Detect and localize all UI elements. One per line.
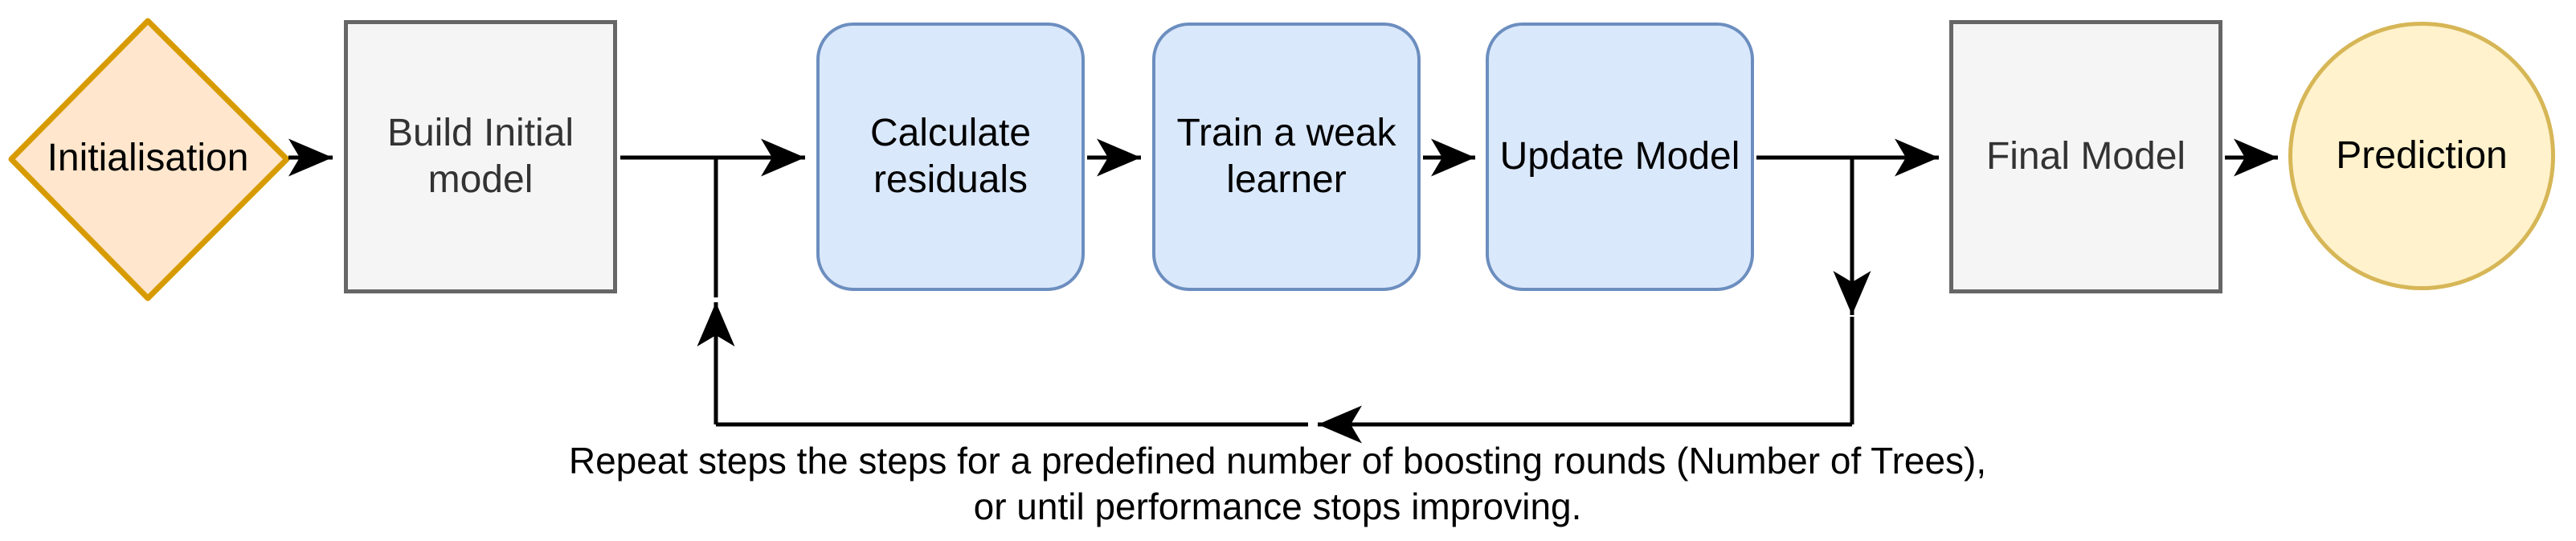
node-prediction-label: Prediction	[2336, 134, 2508, 177]
loop-caption: Repeat steps the steps for a predefined …	[313, 438, 2242, 530]
node-build-initial-model: Build Initial model	[344, 20, 617, 293]
initialisation-diamond	[8, 18, 290, 301]
node-prediction: Prediction	[2288, 22, 2555, 290]
node-train-weak-learner-label: Train a weak learner	[1176, 112, 1396, 201]
node-calculate-residuals-label: Calculate residuals	[869, 112, 1032, 201]
node-calculate-residuals: Calculate residuals	[816, 23, 1085, 291]
node-initialisation: Initialisation	[19, 132, 276, 185]
node-update-model: Update Model	[1486, 23, 1754, 291]
node-initialisation-label: Initialisation	[47, 137, 249, 179]
loop-caption-line1: Repeat steps the steps for a predefined …	[568, 440, 1987, 482]
node-build-initial-model-label: Build Initial model	[386, 112, 574, 201]
node-train-weak-learner: Train a weak learner	[1152, 23, 1421, 291]
node-final-model: Final Model	[1949, 20, 2222, 293]
loop-caption-line2: or until performance stops improving.	[973, 486, 1582, 527]
node-final-model-label: Final Model	[1985, 135, 2186, 178]
node-update-model-label: Update Model	[1499, 135, 1740, 178]
